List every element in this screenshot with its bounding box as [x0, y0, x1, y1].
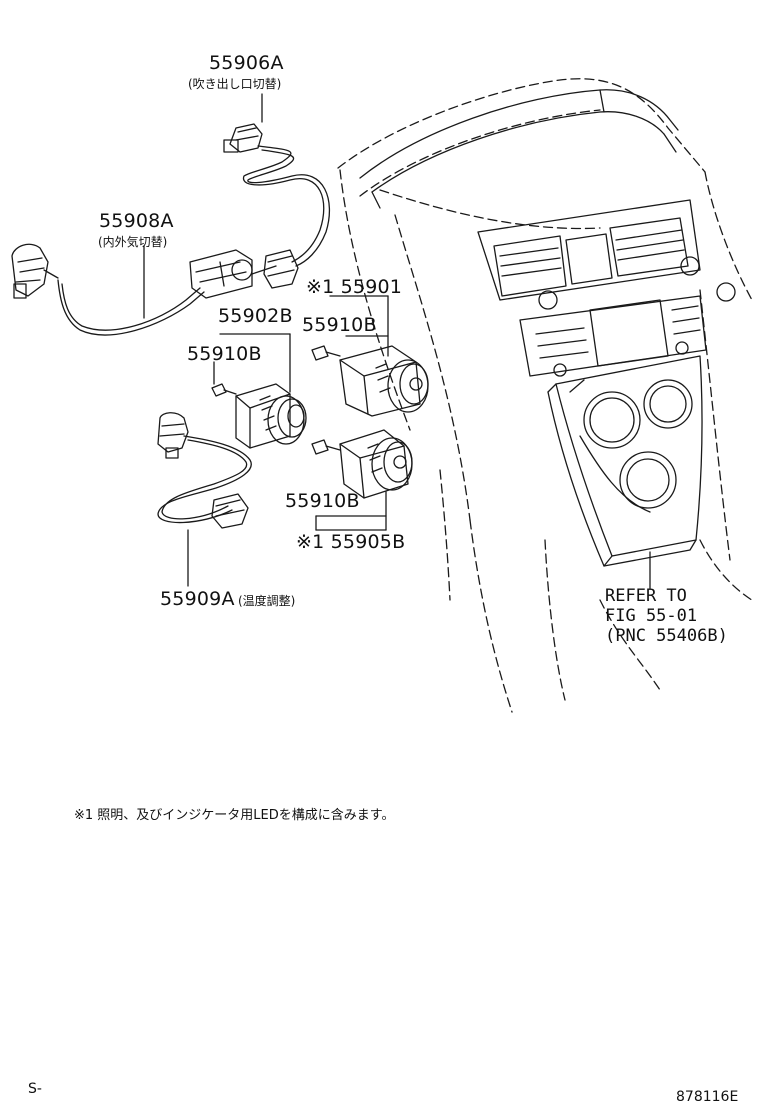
refer-line-3: (PNC 55406B) [605, 626, 728, 646]
part-55908A-note: (内外気切替) [98, 235, 168, 249]
part-55909A-number: 55909A [160, 588, 235, 610]
refer-line-1: REFER TO [605, 586, 687, 606]
cable-55906A [223, 93, 330, 289]
refer-line-2: FIG 55-01 [605, 606, 698, 626]
instrument-visor [359, 89, 679, 209]
heater-control-bezel [547, 355, 703, 567]
part-55908A-number: 55908A [99, 210, 174, 232]
part-55910B-left-number: 55910B [187, 343, 262, 365]
part-55910B-top-number: 55910B [302, 314, 377, 336]
knob-55901 [311, 295, 429, 417]
footnote: ※1 照明、及びインジケータ用LEDを構成に含みます。 [74, 808, 395, 823]
corner-mark: S- [28, 1081, 42, 1097]
part-55905B-number: ※1 55905B [296, 531, 406, 553]
air-vent-panel [477, 199, 736, 310]
part-55906A-note: (吹き出し口切替) [188, 77, 282, 91]
cable-55908A [11, 243, 277, 336]
knob-55902B [211, 333, 307, 449]
part-55901-number: ※1 55901 [306, 276, 403, 298]
part-55906A-number: 55906A [209, 52, 284, 74]
part-55910B-bottom-number: 55910B [285, 490, 360, 512]
audio-panel [519, 295, 707, 377]
knob-55905B [311, 429, 413, 531]
figure-code: 878116E [676, 1089, 739, 1105]
cable-55909A [157, 412, 252, 587]
part-55902B-number: 55902B [218, 305, 293, 327]
dashboard-outline [337, 78, 756, 713]
part-55909A-note: (温度調整) [238, 594, 296, 608]
